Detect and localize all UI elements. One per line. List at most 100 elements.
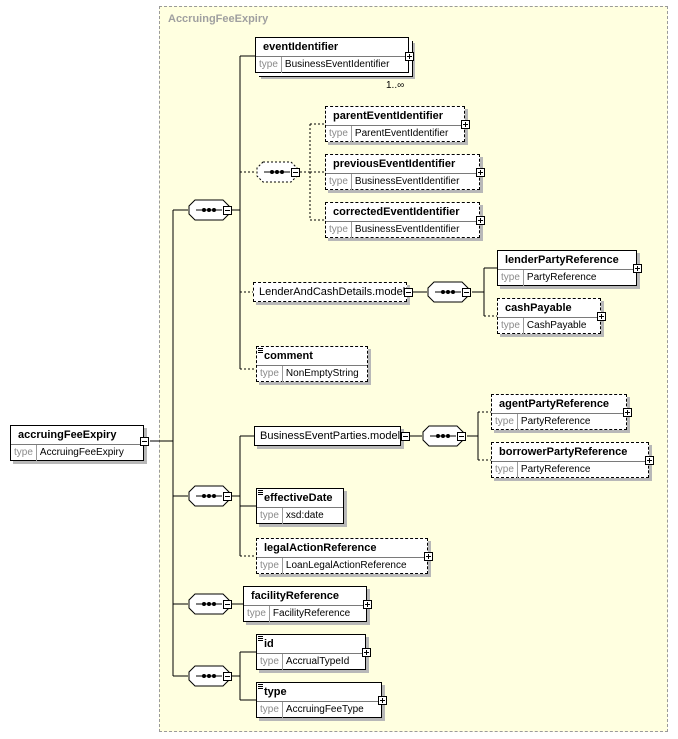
type-label: type: [244, 606, 270, 622]
expand-toggle-icon[interactable]: [623, 408, 632, 417]
element-name: parentEventIdentifier: [333, 110, 444, 122]
element-name: accruingFeeExpiry: [18, 429, 117, 441]
sequence-compositor-icon[interactable]: [188, 593, 230, 615]
documentation-icon: [258, 490, 263, 495]
documentation-icon: [258, 348, 263, 353]
occurrence-label: 1..∞: [386, 80, 405, 91]
element-type: xsd:date: [285, 510, 324, 521]
collapse-toggle-icon[interactable]: [140, 437, 149, 446]
element-name: eventIdentifier: [263, 41, 339, 53]
element-name: correctedEventIdentifier: [333, 206, 460, 218]
collapse-toggle-icon[interactable]: [291, 168, 300, 177]
expand-toggle-icon[interactable]: [476, 168, 485, 177]
element-type: PartyReference: [520, 464, 591, 475]
element-name: effectiveDate: [264, 492, 333, 504]
group-lenderAndCashDetails[interactable]: LenderAndCashDetails.model: [253, 282, 407, 302]
expand-toggle-icon[interactable]: [362, 648, 371, 657]
element-name: id: [264, 638, 274, 650]
element-name: facilityReference: [251, 590, 340, 602]
element-type: NonEmptyString: [285, 368, 359, 379]
expand-toggle-icon[interactable]: [645, 456, 654, 465]
element-name: previousEventIdentifier: [333, 158, 456, 170]
sequence-compositor-icon[interactable]: [427, 281, 469, 303]
type-label: type: [257, 508, 283, 524]
element-name: borrowerPartyReference: [499, 446, 628, 458]
expand-toggle-icon[interactable]: [378, 696, 387, 705]
element-type: ParentEventIdentifier: [354, 128, 449, 139]
type-label: type: [326, 126, 352, 142]
type-label: type: [492, 414, 518, 430]
collapse-toggle-icon[interactable]: [223, 206, 232, 215]
expand-toggle-icon[interactable]: [461, 120, 470, 129]
element-type: PartyReference: [526, 272, 597, 283]
collapse-toggle-icon[interactable]: [223, 492, 232, 501]
type-label: type: [257, 558, 283, 574]
element-type: PartyReference: [520, 416, 591, 427]
expand-toggle-icon[interactable]: [424, 552, 433, 561]
type-label: type: [498, 270, 524, 286]
element-type: BusinessEventIdentifier: [284, 59, 390, 70]
element-name: legalActionReference: [264, 542, 377, 554]
type-label: type: [257, 654, 283, 670]
element-type: BusinessEventIdentifier: [354, 224, 460, 235]
element-type: LoanLegalActionReference: [285, 560, 407, 571]
sequence-compositor-icon[interactable]: [188, 199, 230, 221]
element-type: CashPayable: [526, 320, 587, 331]
sequence-compositor-icon[interactable]: [422, 425, 464, 447]
element-name: cashPayable: [505, 302, 572, 314]
type-label: type: [257, 702, 283, 718]
documentation-icon: [258, 636, 263, 641]
expand-toggle-icon[interactable]: [363, 600, 372, 609]
sequence-compositor-icon[interactable]: [188, 665, 230, 687]
element-name: lenderPartyReference: [505, 254, 619, 266]
type-label: type: [326, 222, 352, 238]
element-name: agentPartyReference: [499, 398, 610, 410]
collapse-toggle-icon[interactable]: [462, 288, 471, 297]
panel-title: AccruingFeeExpiry: [168, 13, 269, 25]
group-businessEventParties[interactable]: BusinessEventParties.model: [254, 426, 401, 446]
type-label: type: [256, 57, 282, 73]
expand-toggle-icon[interactable]: [633, 264, 642, 273]
element-type: AccruingFeeExpiry: [39, 447, 124, 458]
choice-compositor-icon[interactable]: [256, 161, 298, 183]
element-type: AccrualTypeId: [285, 656, 350, 667]
element-type-value: AccruingFeeType: [285, 704, 364, 715]
expand-toggle-icon[interactable]: [476, 216, 485, 225]
collapse-toggle-icon[interactable]: [457, 432, 466, 441]
group-name: LenderAndCashDetails.model: [259, 286, 406, 298]
element-type: BusinessEventIdentifier: [354, 176, 460, 187]
group-name: BusinessEventParties.model: [260, 430, 401, 442]
type-label: type: [257, 366, 283, 382]
collapse-toggle-icon[interactable]: [404, 288, 413, 297]
collapse-toggle-icon[interactable]: [401, 432, 410, 441]
element-type: FacilityReference: [272, 608, 351, 619]
element-name: comment: [264, 350, 313, 362]
type-label: type: [326, 174, 352, 190]
element-name: type: [264, 686, 287, 698]
collapse-toggle-icon[interactable]: [223, 672, 232, 681]
documentation-icon: [258, 684, 263, 689]
type-label: type: [492, 462, 518, 478]
collapse-toggle-icon[interactable]: [223, 600, 232, 609]
sequence-compositor-icon[interactable]: [188, 485, 230, 507]
type-label: type: [11, 445, 37, 461]
expand-toggle-icon[interactable]: [405, 52, 414, 61]
type-label: type: [498, 318, 524, 334]
expand-toggle-icon[interactable]: [597, 312, 606, 321]
